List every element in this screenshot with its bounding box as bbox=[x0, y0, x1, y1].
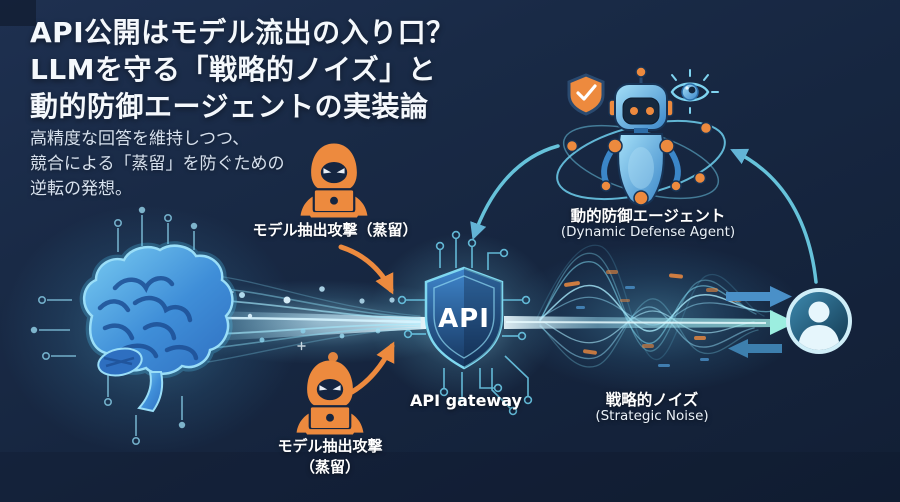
hacker-icon-top bbox=[299, 142, 369, 219]
subtitle-line-1: 高精度な回答を維持しつつ、 bbox=[30, 129, 250, 149]
data-stream bbox=[207, 274, 422, 363]
noise-label-jp: 戦略的ノイズ bbox=[605, 391, 699, 409]
noise-label-en: (Strategic Noise) bbox=[595, 408, 709, 424]
shield-check-icon bbox=[567, 73, 605, 116]
brain-icon bbox=[79, 241, 237, 413]
main-output-arrowhead bbox=[770, 310, 796, 335]
eye-icon bbox=[670, 69, 719, 114]
page-subtitle: 高精度な回答を維持しつつ、 競合による「蒸留」を防ぐための 逆転の発想。 bbox=[30, 127, 285, 202]
response-arrows bbox=[504, 286, 796, 358]
attack-bottom-label: モデル抽出攻撃 （蒸留） bbox=[277, 436, 382, 478]
title-line-1: API公開はモデル流出の入り口？ bbox=[30, 16, 455, 49]
api-circuit-traces bbox=[397, 230, 533, 416]
subtitle-line-3: 逆転の発想。 bbox=[30, 179, 132, 200]
page-title: API公開はモデル流出の入り口？ LLMを守る「戦略的ノイズ」と 動的防御エージ… bbox=[30, 15, 455, 126]
waveform-graphic bbox=[535, 244, 773, 368]
agent-label-jp: 動的防御エージェント bbox=[570, 207, 726, 225]
attack-arrows bbox=[338, 244, 395, 395]
title-line-2: LLMを守る「戦略的ノイズ」と bbox=[30, 52, 437, 86]
user-avatar-icon bbox=[786, 288, 852, 354]
brain-circuit-decoration bbox=[30, 206, 198, 445]
hacker-icon-bottom bbox=[295, 359, 365, 436]
agent-flow-arrows bbox=[470, 144, 818, 284]
agent-label-en: (Dynamic Defense Agent) bbox=[560, 224, 736, 240]
attack-bottom-label-line1: モデル抽出攻撃 bbox=[277, 437, 383, 455]
attack-bottom-label-line2: （蒸留） bbox=[299, 458, 361, 476]
return-arrow-left bbox=[728, 339, 782, 358]
query-arrow-right bbox=[726, 286, 792, 307]
title-line-3: 動的防御エージェントの実装論 bbox=[30, 89, 429, 123]
api-gateway-label: API gateway bbox=[410, 391, 522, 410]
api-badge-label: API bbox=[438, 304, 490, 334]
attack-top-label: モデル抽出攻撃（蒸留） bbox=[252, 221, 418, 239]
defense-robot-icon bbox=[556, 66, 726, 206]
subtitle-line-2: 競合による「蒸留」を防ぐための bbox=[30, 154, 285, 175]
api-shield-icon: API bbox=[397, 230, 533, 416]
